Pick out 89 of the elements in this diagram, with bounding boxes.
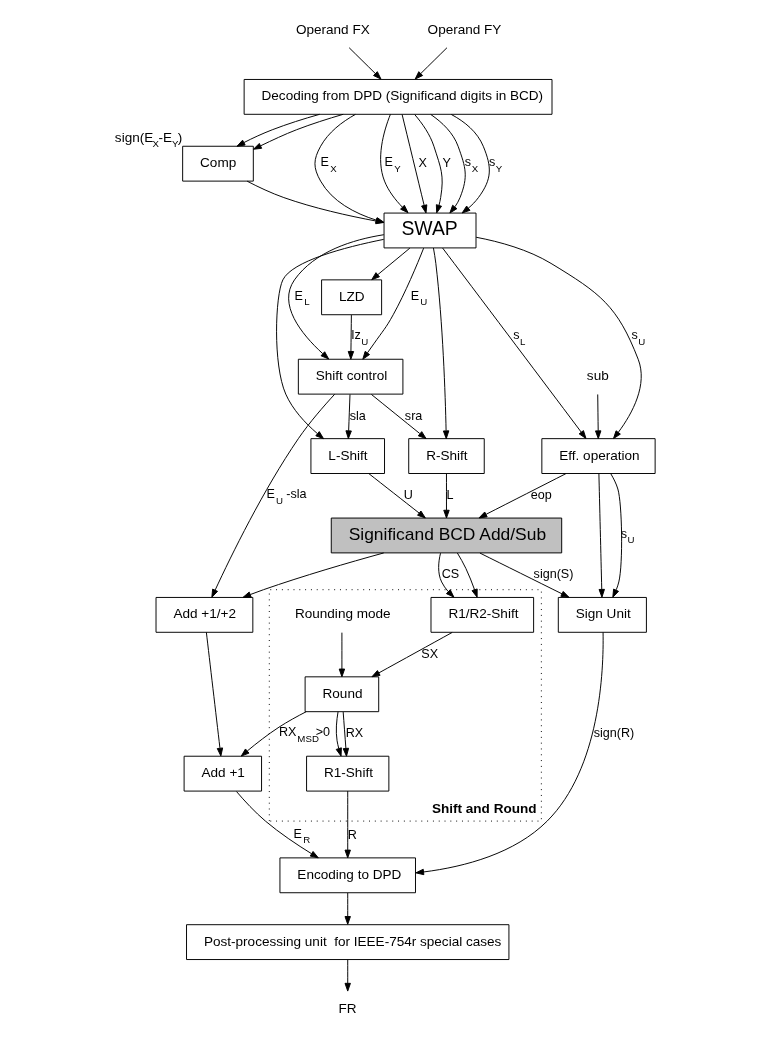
node-label: sign(E$_{X}$-E$_{Y}$) [114, 129, 183, 150]
arrow [414, 114, 443, 214]
arrow [236, 113, 321, 147]
arrow [345, 394, 352, 440]
edge-label: s$_{L}$ [513, 328, 526, 347]
node-box: R1/R2-Shift [430, 596, 535, 633]
arrow [288, 234, 385, 360]
edge-label: RX$_{MSD}$>0 [278, 725, 331, 744]
arrow [456, 552, 478, 598]
node-box: LZD [321, 279, 383, 316]
arrow [344, 790, 351, 859]
arrow [432, 247, 450, 440]
arrow [335, 711, 342, 757]
arrow [371, 247, 411, 281]
arrow [443, 473, 450, 519]
arrow [344, 892, 351, 925]
edge-label: SX [421, 646, 439, 661]
arrow [242, 552, 385, 598]
arrow [344, 959, 351, 992]
arrow [253, 113, 344, 150]
node-box: R-Shift [408, 438, 485, 474]
edge-label: L [446, 488, 454, 503]
arrow [205, 631, 224, 757]
edge-label: Y [442, 155, 451, 170]
edge-label: lz$_{U}$ [351, 328, 369, 347]
node-box: SWAP [383, 212, 477, 249]
arrow [370, 394, 427, 440]
node-box: Round [304, 676, 380, 713]
node-box: Encoding to DPD [279, 857, 416, 894]
node-box: Eff. operation [541, 438, 656, 474]
arrow [240, 711, 307, 757]
arrow [438, 552, 455, 598]
arrow [442, 247, 587, 439]
arrow [415, 631, 604, 876]
arrow [368, 473, 426, 519]
arrow [347, 314, 355, 360]
arrow [479, 552, 570, 598]
edge-label: E$_{U}$ -sla [266, 487, 307, 506]
edge-label: R [347, 827, 357, 842]
edge-label: U [403, 488, 413, 503]
edge-label: X [418, 155, 427, 170]
edge-label: s$_{U}$ [631, 328, 646, 347]
node-box: Shift control [297, 358, 404, 395]
node-text: sub [586, 368, 609, 384]
node-box: Significand BCD Add/Sub [330, 517, 563, 554]
edge-label: sign(S) [533, 567, 574, 582]
arrow [401, 114, 428, 214]
node-box: R1-Shift [306, 755, 390, 792]
arrow [598, 473, 605, 598]
node-box: Decoding from DPD (Significand digits in BCD) [243, 78, 553, 115]
node-box: Sign Unit [557, 596, 647, 633]
arrow [276, 238, 385, 440]
node-box: L-Shift [310, 438, 385, 474]
node-text: Operand FY [427, 21, 502, 37]
node-text: Operand FX [295, 21, 370, 37]
edge-label: E$_{R}$ [293, 826, 311, 846]
arrow [450, 113, 490, 214]
arrow [348, 47, 382, 80]
edge-label: CS [441, 567, 460, 582]
arrow [236, 791, 319, 859]
arrow [478, 473, 567, 519]
edge-label: sra [404, 408, 423, 423]
node-box: Add +1/+2 [155, 596, 254, 633]
edge-label: E$_{U}$ [410, 288, 428, 308]
node-text: FR [338, 1000, 357, 1016]
edge-label: E$_{Y}$ [384, 155, 401, 174]
edge-label: sla [349, 408, 366, 423]
arrow [371, 631, 453, 678]
arrow [595, 394, 602, 440]
node-box: Comp [182, 145, 254, 182]
arrow [338, 632, 346, 678]
edge-label: eop [530, 488, 552, 503]
edge-label: s$_{Y}$ [489, 155, 503, 174]
arrow [362, 247, 425, 360]
edge-label: E$_{L}$ [294, 288, 310, 308]
edge-label: sign(R) [593, 726, 635, 741]
node-box: Add +1 [183, 755, 263, 792]
arrow [414, 47, 448, 80]
node-text: Rounding mode [294, 606, 391, 622]
arrow [342, 711, 350, 757]
edge-label: RX [345, 726, 364, 741]
arrow [475, 236, 642, 440]
arrow [211, 393, 336, 598]
arrow [430, 114, 466, 214]
arrow [610, 473, 623, 598]
arrow [380, 113, 409, 214]
edge-label: s$_{X}$ [464, 155, 479, 174]
node-box: Post-processing unit for IEEE-754r special cases [186, 924, 510, 961]
edge-label: E$_{X}$ [320, 155, 337, 174]
